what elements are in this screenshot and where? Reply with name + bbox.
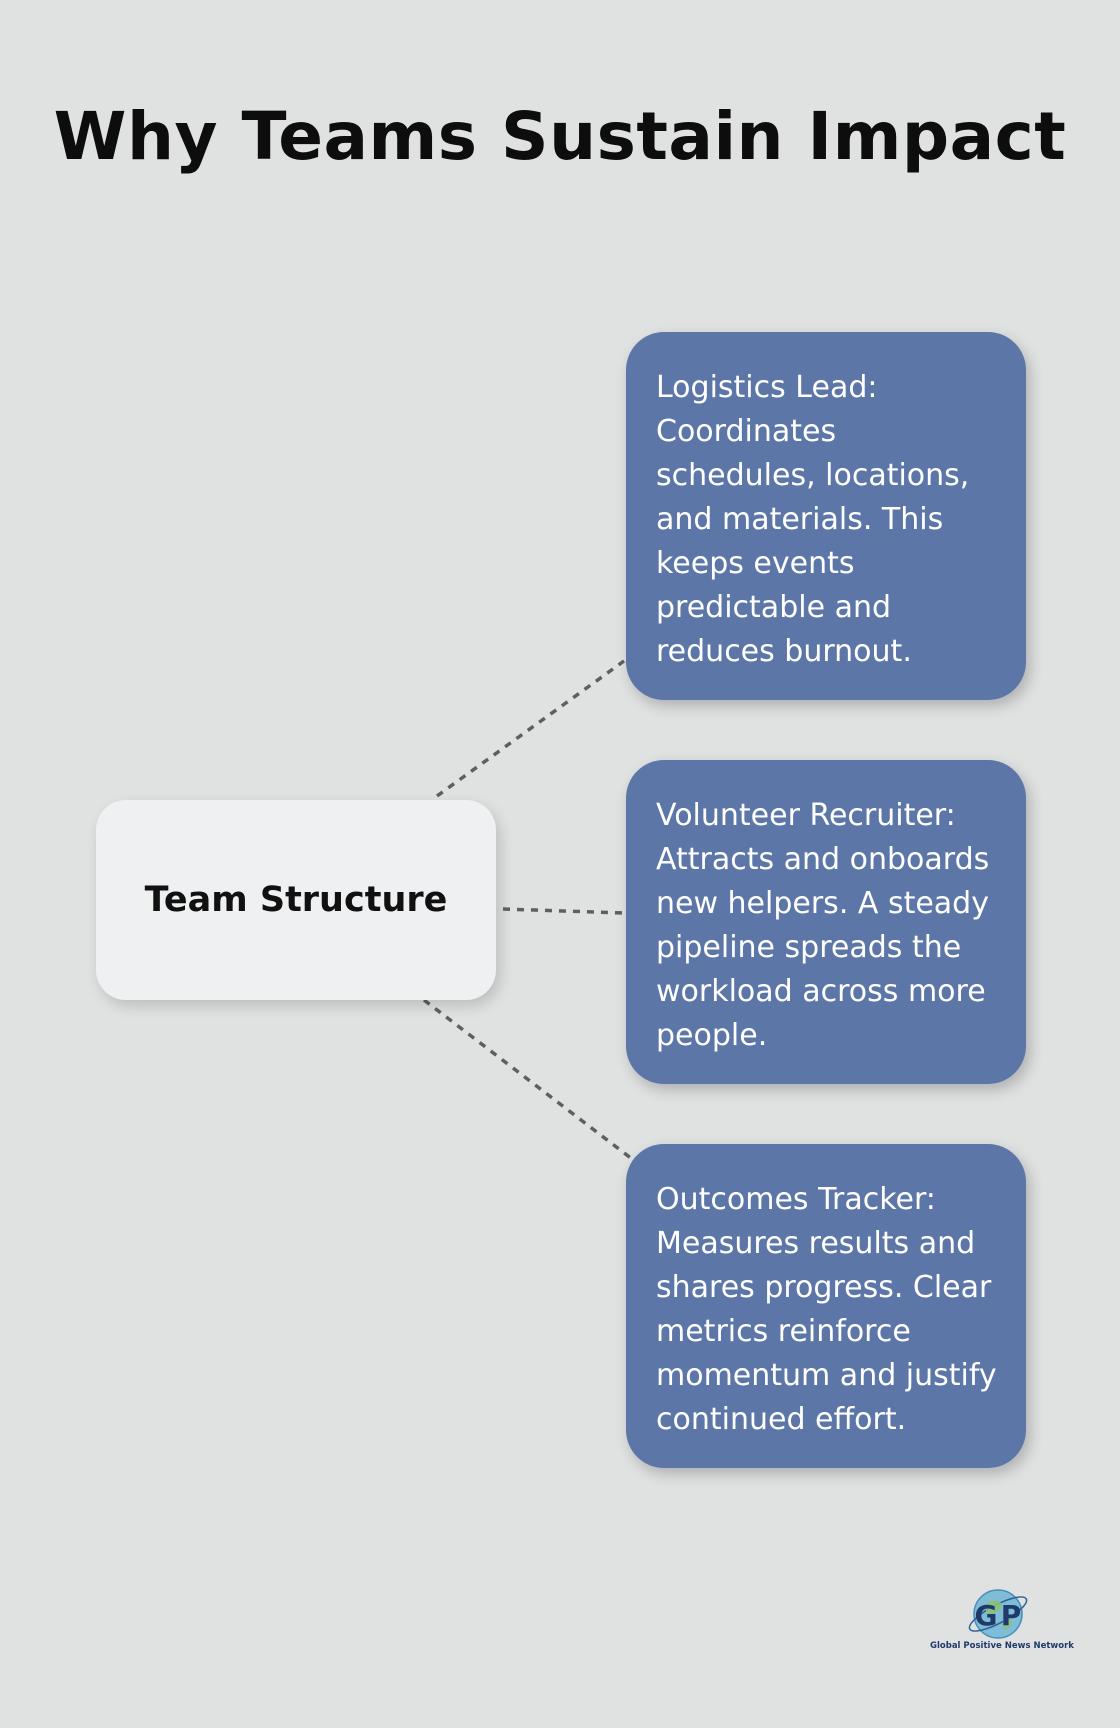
- page-title: Why Teams Sustain Impact: [53, 98, 1067, 175]
- connector-line-2: [502, 907, 625, 915]
- center-node: Team Structure: [96, 800, 496, 1000]
- globe-icon: G P: [968, 1589, 1028, 1639]
- connector-line-1: [435, 659, 626, 798]
- card-volunteer-recruiter: Volunteer Recruiter: Attracts and onboar…: [626, 760, 1026, 1084]
- logo-name: Global Positive News Network: [930, 1641, 1074, 1651]
- card-text: Outcomes Tracker: Measures results and s…: [656, 1182, 997, 1437]
- card-text: Volunteer Recruiter: Attracts and onboar…: [656, 798, 990, 1053]
- logo-monogram-right: P: [1001, 1599, 1022, 1632]
- card-logistics-lead: Logistics Lead: Coordinates schedules, l…: [626, 332, 1026, 700]
- connector-line-3: [422, 998, 634, 1161]
- brand-logo: G P Global Positive News Network: [930, 1586, 1074, 1656]
- card-text: Logistics Lead: Coordinates schedules, l…: [656, 370, 970, 669]
- card-outcomes-tracker: Outcomes Tracker: Measures results and s…: [626, 1144, 1026, 1468]
- logo-monogram-left: G: [975, 1599, 998, 1632]
- center-node-label: Team Structure: [144, 880, 448, 920]
